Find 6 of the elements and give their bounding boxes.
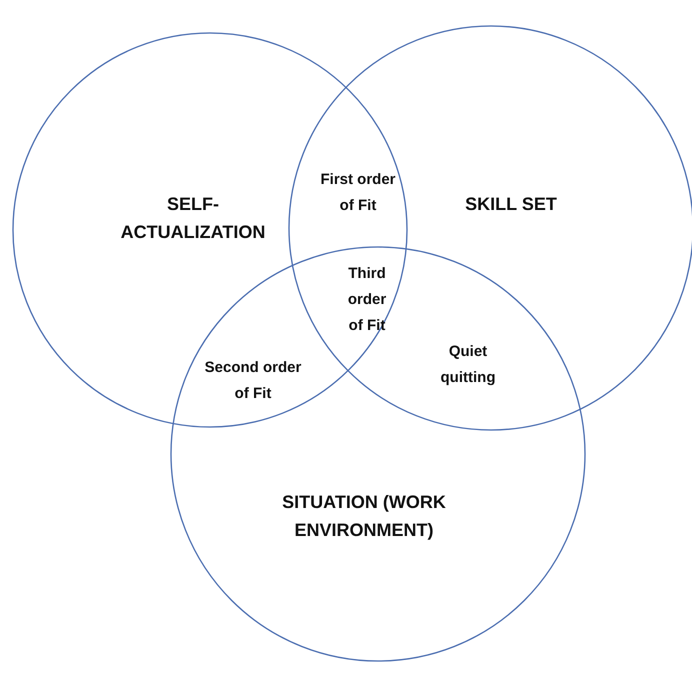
overlap-label: First order of Fit bbox=[319, 170, 396, 216]
overlap-label: Quiet quitting bbox=[440, 342, 496, 388]
overlap-label: Second order of Fit bbox=[204, 358, 302, 404]
set-label: SELF-ACTUALIZATION bbox=[120, 193, 266, 244]
set-label: SKILL SET bbox=[464, 193, 558, 216]
set-label: SITUATION (WORK ENVIRONMENT) bbox=[281, 491, 447, 542]
